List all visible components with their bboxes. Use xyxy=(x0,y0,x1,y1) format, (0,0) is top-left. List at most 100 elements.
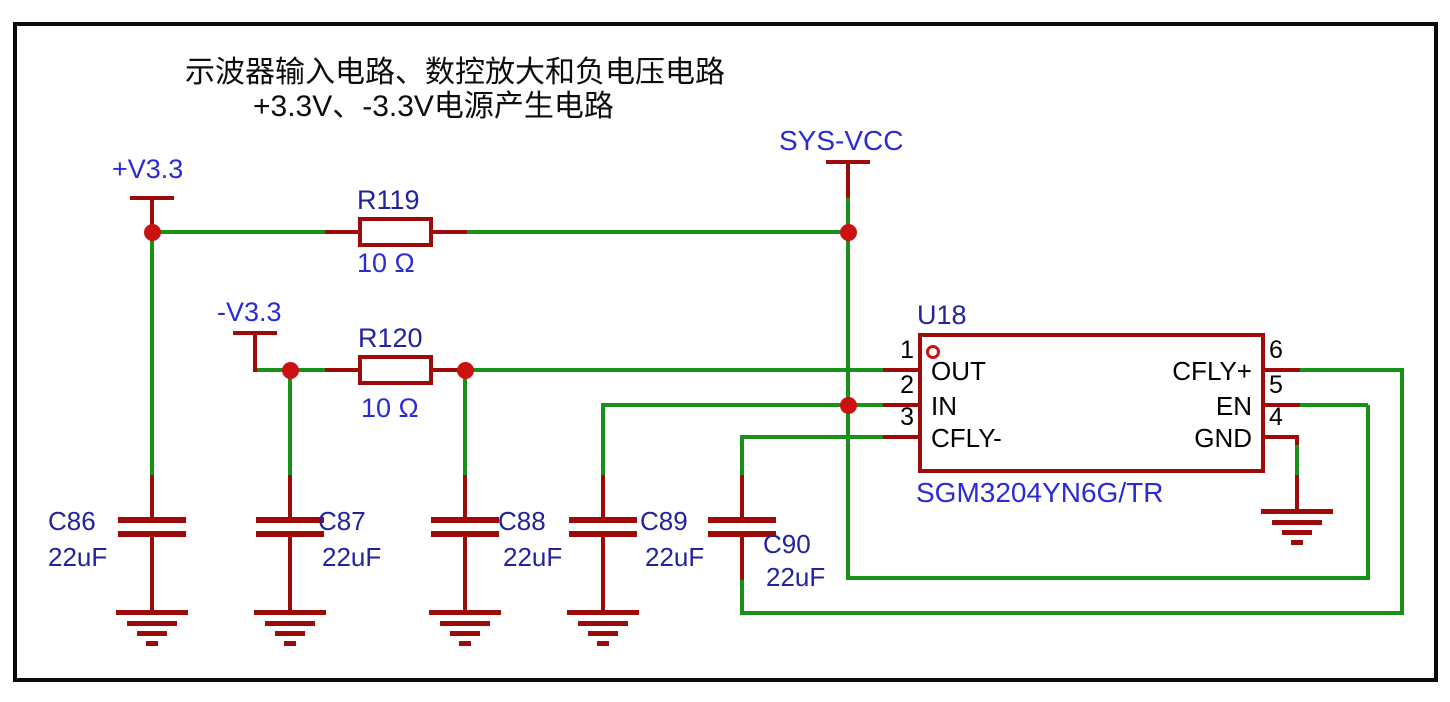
cap-c88-plate-bottom xyxy=(431,531,499,537)
wire-down-c88 xyxy=(463,368,467,477)
resistor-r120-value: 10 Ω xyxy=(361,393,419,423)
pin1-stub xyxy=(883,368,918,372)
schematic-border xyxy=(13,22,1438,682)
wire-cflyplus-vertical xyxy=(1400,368,1404,615)
wire-down-c90-top xyxy=(740,435,744,477)
ground-icon xyxy=(429,610,501,615)
cap-c90-plate-bottom xyxy=(708,531,776,537)
ic-u18-part-number: SGM3204YN6G/TR xyxy=(916,477,1164,508)
cap-c87-value: 22uF xyxy=(322,542,382,572)
power-flag-sysvcc-stem xyxy=(846,160,850,198)
c88-lead-top xyxy=(463,475,467,519)
wire-pin4-gnd-drop xyxy=(1295,441,1299,477)
junction-dot xyxy=(457,362,474,379)
wire-down-c87 xyxy=(288,368,292,477)
wire-v33-to-sysvcc xyxy=(150,230,850,234)
ground-icon xyxy=(275,631,305,636)
ground-icon xyxy=(450,631,480,636)
resistor-r119-ref: R119 xyxy=(357,185,420,215)
cap-c89-plate-bottom xyxy=(569,531,637,537)
cap-c86-plate-top xyxy=(118,517,186,523)
r119-lead-right xyxy=(433,230,467,234)
ground-icon xyxy=(597,641,609,646)
ground-icon xyxy=(284,641,296,646)
ground-icon xyxy=(265,621,315,626)
pin2-stub xyxy=(883,403,918,407)
wire-en-return xyxy=(846,576,1370,580)
pin-number-5: 5 xyxy=(1269,371,1283,399)
cap-c86-plate-bottom xyxy=(118,531,186,537)
ic-u18-ref: U18 xyxy=(917,300,967,330)
wire-pin5-en xyxy=(1300,403,1368,407)
ground-icon xyxy=(588,631,618,636)
cap-c88-plate-top xyxy=(431,517,499,523)
cap-c89-value: 22uF xyxy=(645,542,705,572)
wire-v33-down-c86 xyxy=(150,230,154,477)
junction-dot xyxy=(282,362,299,379)
junction-dot xyxy=(840,397,857,414)
cap-c87-plate-top xyxy=(256,517,324,523)
pin-number-1: 1 xyxy=(900,336,914,364)
pin-name-cfly-plus: CFLY+ xyxy=(1172,356,1252,386)
c86-lead-bottom xyxy=(150,535,154,612)
cap-c86-ref: C86 xyxy=(48,506,96,536)
c87-lead-bottom xyxy=(288,535,292,612)
pin3-stub xyxy=(883,435,918,439)
c88-lead-bottom xyxy=(463,535,467,612)
ground-icon xyxy=(1282,530,1312,535)
pin-name-out: OUT xyxy=(931,356,986,386)
wire-pin6-cflyplus xyxy=(1300,368,1404,372)
pin1-indicator-icon xyxy=(926,345,940,359)
cap-c90-plate-top xyxy=(708,517,776,523)
c86-lead-top xyxy=(150,475,154,519)
power-flag-vneg-stem xyxy=(253,331,257,372)
cap-c87-ref: C87 xyxy=(318,506,366,536)
resistor-r120-body xyxy=(358,355,433,385)
junction-dot xyxy=(840,224,857,241)
wire-down-c89 xyxy=(601,403,605,477)
ground-icon xyxy=(116,610,188,615)
wire-vneg-to-out xyxy=(255,368,885,372)
wire-c90-bottom-run xyxy=(740,611,1404,615)
pin-number-3: 3 xyxy=(900,403,914,431)
pin-name-en: EN xyxy=(1215,391,1252,421)
ground-icon xyxy=(137,631,167,636)
ground-icon xyxy=(1272,520,1322,525)
pin4-drop-lower xyxy=(1295,475,1299,511)
ic-u18-body xyxy=(918,333,1265,473)
wire-en-vertical xyxy=(1366,405,1370,580)
ground-icon xyxy=(440,621,490,626)
c87-lead-top xyxy=(288,475,292,519)
r120-lead-right xyxy=(433,368,467,372)
ground-icon xyxy=(567,610,639,615)
pin-number-4: 4 xyxy=(1269,403,1283,431)
pin5-stub xyxy=(1265,403,1300,407)
net-label-vpos: +V3.3 xyxy=(112,154,184,184)
pin-number-2: 2 xyxy=(900,371,914,399)
c89-lead-top xyxy=(601,475,605,519)
resistor-r120-ref: R120 xyxy=(358,323,423,353)
ground-icon xyxy=(1291,540,1303,545)
pin4-drop-upper xyxy=(1295,435,1299,445)
c90-lead-bottom xyxy=(740,535,744,580)
power-flag-vpos-stem xyxy=(150,196,154,228)
schematic-title-line1: 示波器输入电路、数控放大和负电压电路 xyxy=(185,56,725,89)
wire-sysvcc-vertical xyxy=(846,196,850,580)
cap-c90-value: 22uF xyxy=(766,562,826,592)
cap-c87-plate-bottom xyxy=(256,531,324,537)
schematic-title-line2: +3.3V、-3.3V电源产生电路 xyxy=(253,90,614,123)
net-label-vneg: -V3.3 xyxy=(217,297,282,327)
ground-icon xyxy=(1261,509,1333,514)
r120-lead-left xyxy=(325,368,358,372)
ground-icon xyxy=(459,641,471,646)
cap-c90-ref: C90 xyxy=(763,529,811,559)
cap-c88-value: 22uF xyxy=(503,542,563,572)
cap-c88-ref: C88 xyxy=(498,506,546,536)
resistor-r119-value: 10 Ω xyxy=(357,248,415,278)
resistor-r119-body xyxy=(358,217,433,247)
cap-c89-ref: C89 xyxy=(640,506,688,536)
pin-name-cfly-minus: CFLY- xyxy=(931,423,1002,453)
wire-c90-bottom-drop xyxy=(740,576,744,615)
junction-dot xyxy=(144,224,161,241)
